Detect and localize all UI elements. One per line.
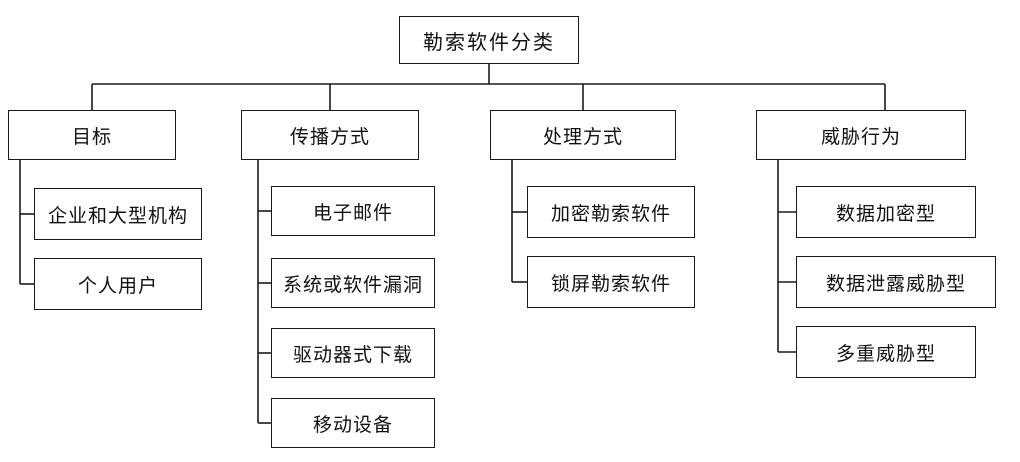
category-node: 威胁行为 (756, 110, 966, 160)
leaf-node: 数据泄露威胁型 (796, 256, 996, 308)
leaf-node: 驱动器式下载 (271, 328, 435, 378)
category-node: 目标 (8, 110, 176, 160)
category-node: 传播方式 (241, 110, 419, 160)
leaf-node: 个人用户 (34, 258, 202, 310)
leaf-node: 数据加密型 (796, 186, 976, 238)
leaf-node: 移动设备 (271, 398, 435, 448)
leaf-node: 电子邮件 (271, 186, 435, 236)
leaf-node: 多重威胁型 (796, 326, 976, 378)
leaf-node: 企业和大型机构 (34, 188, 202, 240)
root-node: 勒索软件分类 (399, 16, 579, 64)
leaf-node: 系统或软件漏洞 (271, 258, 435, 308)
category-node: 处理方式 (490, 110, 676, 160)
leaf-node: 锁屏勒索软件 (527, 256, 695, 308)
leaf-node: 加密勒索软件 (527, 186, 695, 238)
